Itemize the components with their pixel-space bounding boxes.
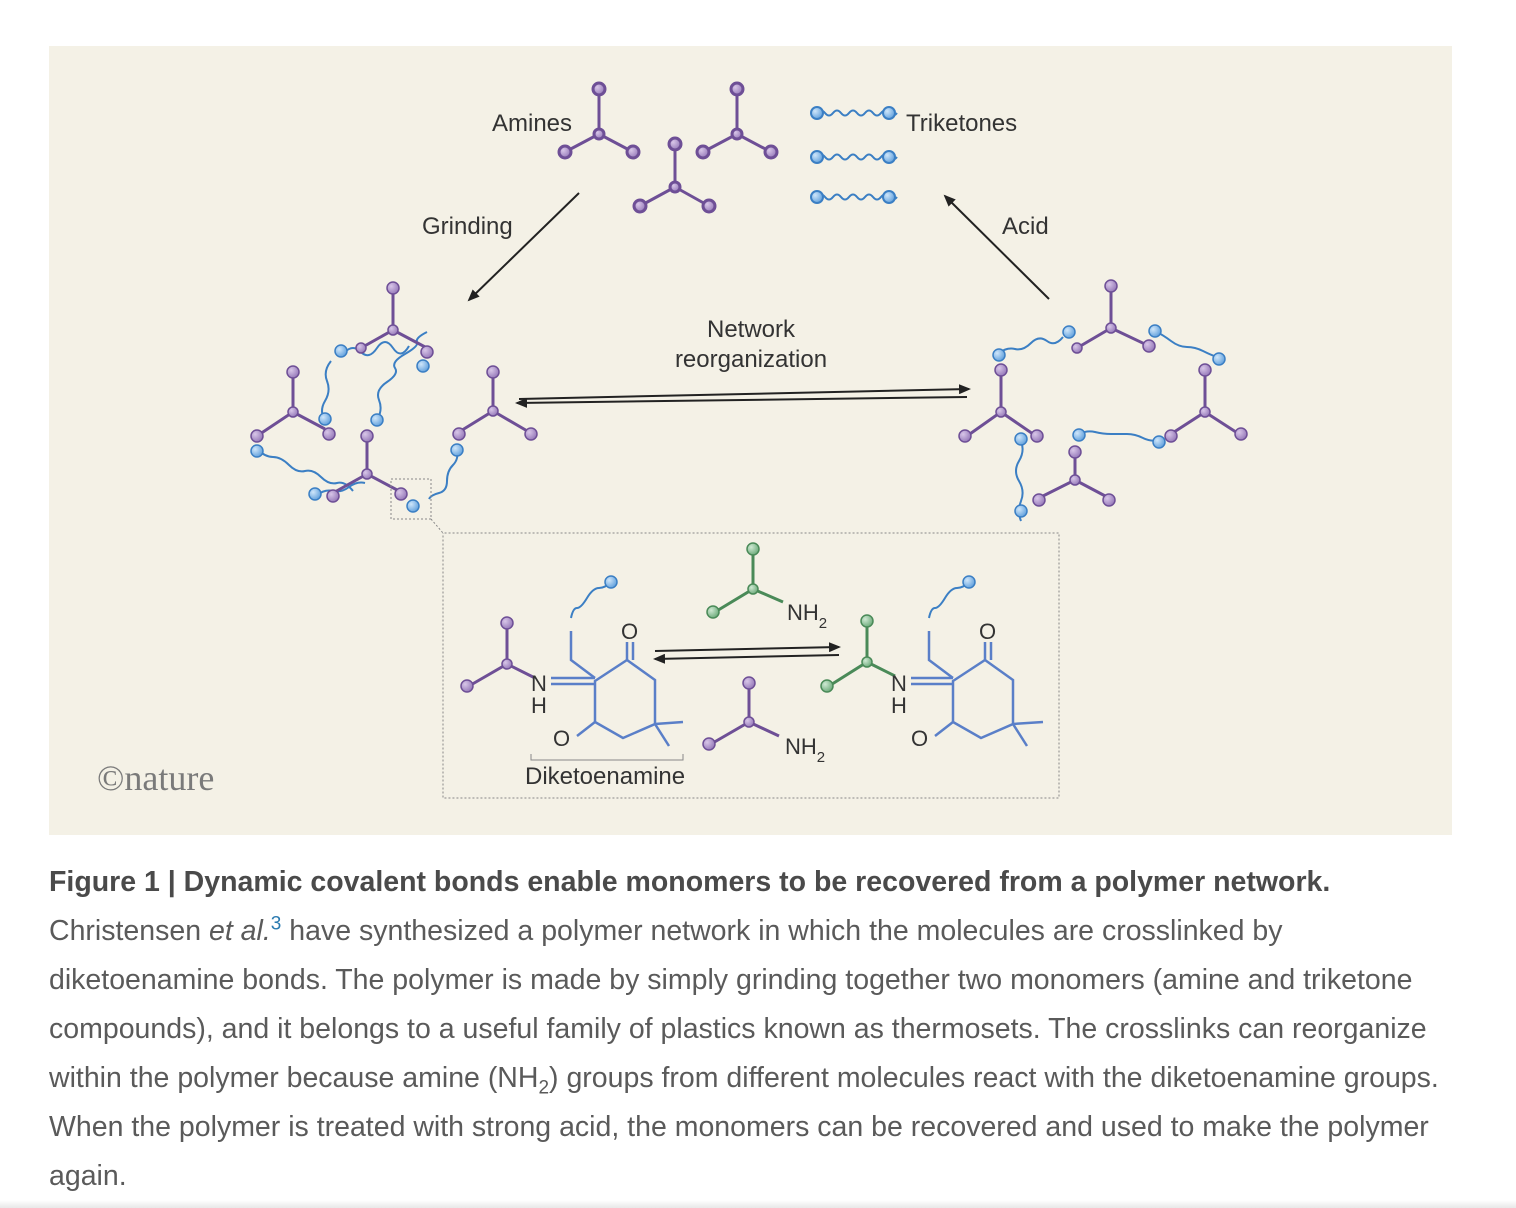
caption-text-1: have synthesized a polymer network in wh… xyxy=(49,915,1427,1094)
amine-monomers xyxy=(557,81,779,214)
grinding-label: Grinding xyxy=(422,213,513,240)
amine-product-purple: NH2 xyxy=(702,676,825,766)
o-atom-left-top: O xyxy=(621,619,638,644)
bottom-shadow xyxy=(0,1200,1516,1208)
left-polymer-network xyxy=(250,281,538,520)
reaction-inset: N H O O Diketoenamine NH2 xyxy=(430,518,1060,799)
n-atom-right: N xyxy=(891,671,907,696)
caption-title: Figure 1 | Dynamic covalent bonds enable… xyxy=(49,866,1331,898)
exchange-equilibrium-arrow xyxy=(653,642,841,664)
grinding-arrow xyxy=(467,192,580,302)
right-polymer-network xyxy=(958,279,1248,522)
amine-reactant-green: NH2 xyxy=(706,542,827,632)
diketoenamine-left: N H O O xyxy=(460,575,684,761)
amine-molecule xyxy=(632,136,717,214)
caption-subscript: 2 xyxy=(538,1077,550,1099)
caption-text-2: ) groups from different molecules react … xyxy=(49,1062,1439,1192)
figure-caption: Figure 1 | Dynamic covalent bonds enable… xyxy=(49,858,1469,1201)
diketoenamine-label: Diketoenamine xyxy=(525,763,685,790)
triketone-monomers xyxy=(810,106,898,204)
nh2-bottom: NH2 xyxy=(785,734,825,766)
reorganization-label: reorganization xyxy=(675,346,827,373)
amines-label: Amines xyxy=(492,110,572,137)
amine-molecule xyxy=(557,81,641,160)
o-atom-left-bottom: O xyxy=(553,726,570,751)
caption-authors: Christensen xyxy=(49,915,202,947)
figure-panel: Amines Triketones Grinding Acid Network … xyxy=(49,46,1452,835)
acid-label: Acid xyxy=(1002,213,1049,240)
reaction-diagram: Amines Triketones Grinding Acid Network … xyxy=(97,81,1248,799)
n-atom-left: N xyxy=(531,671,547,696)
nature-logo: ©nature xyxy=(97,758,214,798)
diketoenamine-right: N H O O xyxy=(820,575,1044,751)
triketone-molecule xyxy=(810,190,898,204)
o-atom-right-top: O xyxy=(979,619,996,644)
acid-arrow xyxy=(943,194,1050,300)
h-atom-left: H xyxy=(531,693,547,718)
triketone-molecule xyxy=(810,150,898,164)
h-atom-right: H xyxy=(891,693,907,718)
reference-link[interactable]: 3 xyxy=(270,913,282,935)
zoom-box xyxy=(390,478,432,520)
caption-et-al: et al. xyxy=(209,915,271,947)
nh2-top: NH2 xyxy=(787,600,827,632)
triketones-label: Triketones xyxy=(906,110,1017,137)
o-atom-right-bottom: O xyxy=(911,726,928,751)
network-label: Network xyxy=(707,316,796,343)
triketone-molecule xyxy=(810,106,898,120)
amine-molecule xyxy=(695,81,779,160)
network-equilibrium-arrow xyxy=(515,384,971,408)
